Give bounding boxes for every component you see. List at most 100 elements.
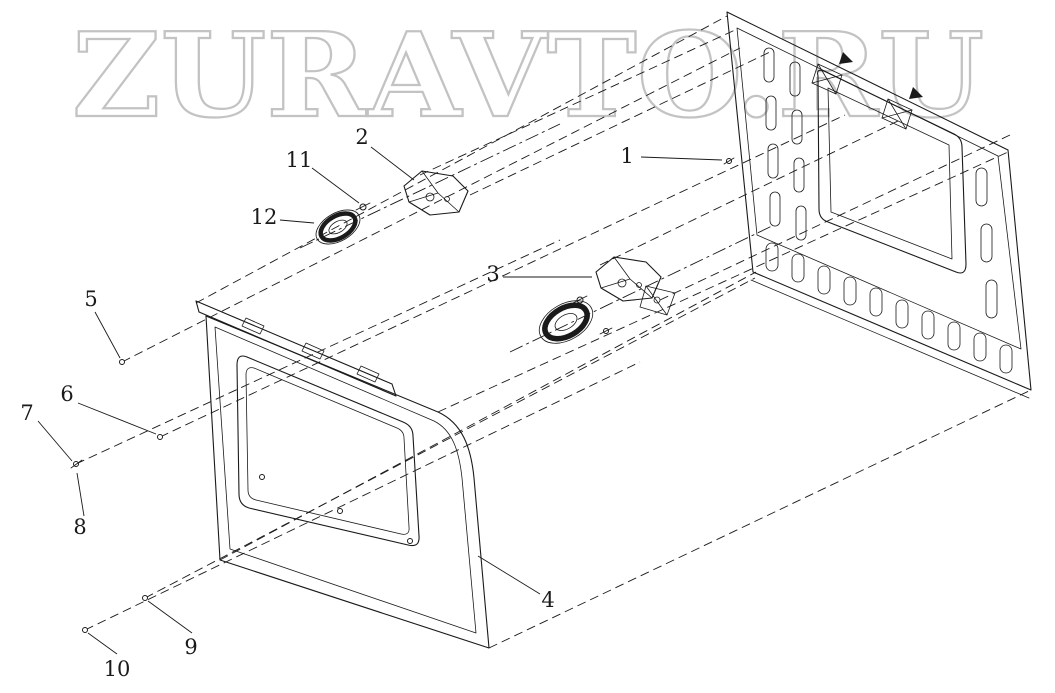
bolt-head <box>576 296 584 304</box>
callout-8: 8 <box>73 472 87 539</box>
leader-line <box>370 146 415 181</box>
screw-shank <box>70 459 83 469</box>
bracket-folds <box>408 170 460 213</box>
slot <box>791 253 805 283</box>
slot <box>817 265 831 295</box>
screw-7-8 <box>70 459 83 469</box>
dashed-line <box>159 114 846 438</box>
callout-12: 12 <box>251 205 315 229</box>
callout-label-5: 5 <box>84 287 97 311</box>
bracket-hole <box>617 278 627 288</box>
leader-line <box>87 632 118 655</box>
bracket-catch <box>639 285 676 316</box>
callout-label-3: 3 <box>486 262 499 286</box>
leader-line <box>77 402 157 435</box>
screw-shank <box>723 157 735 165</box>
screw-lower <box>599 327 613 335</box>
hinge-bracket-left <box>811 52 853 95</box>
fastener-10 <box>82 627 88 633</box>
dashed-line <box>144 277 756 599</box>
panel-slots-bottom <box>765 242 1013 374</box>
cover-center <box>554 313 578 331</box>
window-opening-inner <box>245 367 410 535</box>
dashed-line <box>419 29 736 176</box>
callout-label-10: 10 <box>104 657 131 681</box>
dashed-line <box>195 15 728 304</box>
slot <box>999 344 1013 374</box>
slot <box>869 287 883 317</box>
bolt-11 <box>355 202 371 211</box>
axis-line <box>299 123 561 249</box>
callout-label-2: 2 <box>355 125 368 149</box>
oval-cover-lower <box>538 300 594 344</box>
slot <box>791 109 803 145</box>
bracket-hole <box>653 296 661 304</box>
slot <box>843 276 857 306</box>
dashed-line <box>219 271 757 561</box>
callouts: 1 2 3 4 5 6 7 8 <box>20 125 723 681</box>
panel-slots-right <box>975 167 998 319</box>
frame-hole <box>259 474 265 480</box>
hinge-mark <box>909 87 923 99</box>
panel-inner-flange <box>214 326 477 634</box>
leader-line <box>147 600 193 634</box>
cover-center <box>328 219 348 235</box>
leader-line <box>279 219 315 224</box>
hinge-bracket-right <box>881 87 923 130</box>
callout-9: 9 <box>147 600 198 659</box>
bolt-head <box>359 203 367 211</box>
rear-window-opening <box>817 69 967 274</box>
slot <box>975 167 988 207</box>
fastener-6 <box>157 434 163 440</box>
slot <box>789 61 801 97</box>
slot <box>985 279 998 319</box>
bracket-3 <box>595 256 676 316</box>
leader-line <box>37 420 73 462</box>
panel-slots-left <box>763 47 807 241</box>
bracket-hole <box>636 282 642 288</box>
frame-hole <box>337 508 343 514</box>
leader-line <box>311 167 360 204</box>
callout-label-4: 4 <box>541 588 554 612</box>
panel-outline <box>726 11 1032 391</box>
bracket-2 <box>403 170 469 216</box>
bracket-hole <box>425 192 435 202</box>
slot <box>769 191 781 227</box>
dashed-line <box>437 151 1009 413</box>
projection-lines <box>75 15 1032 649</box>
fastener-5 <box>119 359 125 365</box>
callout-6: 6 <box>60 382 157 435</box>
callout-label-8: 8 <box>73 515 86 539</box>
slot <box>921 310 935 340</box>
window-opening-outer <box>236 355 420 547</box>
callout-label-11: 11 <box>286 148 313 172</box>
leader-line <box>94 311 121 359</box>
slot <box>763 47 775 83</box>
slot <box>795 205 807 241</box>
slot <box>973 332 987 362</box>
leader-line <box>477 555 541 595</box>
oval-cover-12 <box>315 209 361 245</box>
cover-rim <box>538 300 594 344</box>
rear-inner-panel <box>726 11 1032 399</box>
fastener-9 <box>142 595 148 601</box>
callout-2: 2 <box>355 125 415 181</box>
screw-shank <box>599 327 613 335</box>
cover-ring <box>542 302 590 342</box>
dashed-line <box>84 361 641 631</box>
slot <box>765 242 779 272</box>
screw-1 <box>723 157 735 165</box>
rear-window-inner-line <box>827 87 953 260</box>
bracket-assembly-lower <box>509 225 773 353</box>
cover-ring <box>318 211 358 243</box>
callout-4: 4 <box>477 555 555 612</box>
slot <box>793 157 805 193</box>
hinge-cross <box>811 63 843 95</box>
callout-10: 10 <box>87 632 131 681</box>
hinge-cross <box>881 98 913 130</box>
strip-tab <box>356 365 380 383</box>
callout-label-9: 9 <box>184 635 197 659</box>
slot <box>767 143 779 179</box>
callout-label-1: 1 <box>620 144 633 168</box>
